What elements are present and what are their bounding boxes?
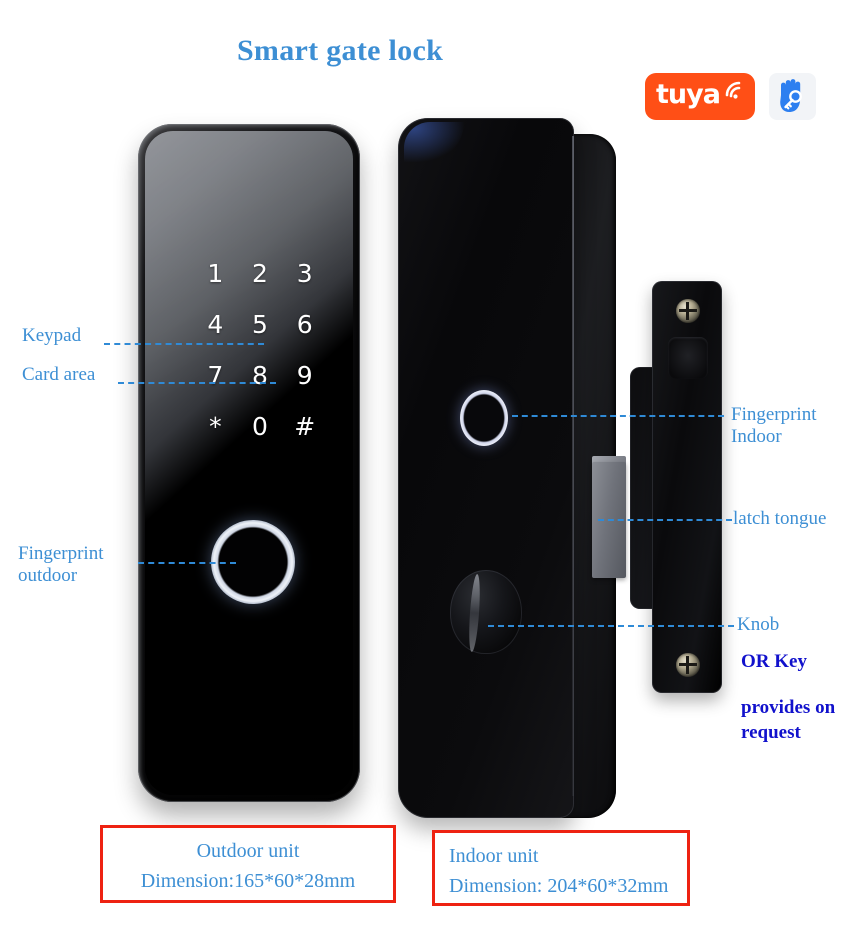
note-provides-on-request: provides on request <box>741 697 836 743</box>
strike-plate <box>630 281 722 693</box>
callout-fingerprint-indoor: Fingerprint Indoor <box>731 404 817 448</box>
screw-icon-top <box>676 299 700 323</box>
indoor-dimension-box: Indoor unit Dimension: 204*60*32mm <box>432 830 690 906</box>
hand-with-key-icon <box>780 79 802 112</box>
screw-icon-bottom <box>676 653 700 677</box>
strike-plate-recess <box>668 337 708 379</box>
fingerprint-sensor-indoor-icon[interactable] <box>460 390 508 446</box>
leader-line-latch-tongue <box>598 519 732 521</box>
strike-plate-body <box>652 281 722 693</box>
wifi-icon <box>725 81 741 99</box>
key-3[interactable]: 3 <box>296 259 313 288</box>
indoor-unit-body <box>398 118 620 818</box>
callout-keypad: Keypad <box>22 325 82 346</box>
leader-line-card-area <box>118 382 276 384</box>
outdoor-unit-body: 1 2 3 4 5 6 7 8 9 * 0 # <box>138 124 360 802</box>
key-star[interactable]: * <box>209 412 222 441</box>
knob-highlight <box>467 573 482 653</box>
tuya-logo: tuya <box>645 73 755 120</box>
leader-line-fingerprint-indoor <box>512 415 724 417</box>
knob-control[interactable] <box>450 570 522 654</box>
key-2[interactable]: 2 <box>252 259 268 288</box>
outdoor-dimension-value: Dimension:165*60*28mm <box>140 870 356 892</box>
key-7[interactable]: 7 <box>207 361 224 390</box>
glass-sheen <box>145 131 353 490</box>
indoor-edge-highlight <box>572 136 574 796</box>
note-or-key: OR Key <box>741 651 807 672</box>
outdoor-dimension-title: Outdoor unit <box>196 840 300 862</box>
callout-fingerprint-outdoor: Fingerprint outdoor <box>18 543 104 587</box>
key-hash[interactable]: # <box>294 412 316 441</box>
callout-latch-tongue: latch tongue <box>733 508 827 529</box>
key-0[interactable]: 0 <box>252 412 268 441</box>
callout-card-area: Card area <box>22 364 96 385</box>
indoor-unit-front-face <box>398 118 574 818</box>
key-9[interactable]: 9 <box>296 361 313 390</box>
key-5[interactable]: 5 <box>252 310 268 339</box>
indoor-dimension-title: Indoor unit <box>449 845 539 867</box>
keypad[interactable]: 1 2 3 4 5 6 7 8 9 * 0 # <box>193 261 327 439</box>
indoor-top-glow <box>404 122 464 162</box>
hand-key-logo <box>769 73 816 120</box>
glass-reflection <box>145 131 353 795</box>
key-6[interactable]: 6 <box>296 310 313 339</box>
key-4[interactable]: 4 <box>207 310 224 339</box>
leader-line-keypad <box>104 343 264 345</box>
key-1[interactable]: 1 <box>207 259 224 288</box>
leader-line-knob <box>488 625 734 627</box>
page-title: Smart gate lock <box>236 34 444 67</box>
outdoor-dimension-box: Outdoor unit Dimension:165*60*28mm <box>100 825 396 903</box>
outdoor-glass-panel: 1 2 3 4 5 6 7 8 9 * 0 # <box>145 131 353 795</box>
latch-tongue-top <box>592 456 626 465</box>
indoor-dimension-value: Dimension: 204*60*32mm <box>449 875 669 897</box>
key-8[interactable]: 8 <box>252 361 268 390</box>
tuya-logo-text: tuya <box>656 79 721 110</box>
leader-line-fingerprint-outdoor <box>138 562 236 564</box>
callout-knob: Knob <box>737 614 780 635</box>
